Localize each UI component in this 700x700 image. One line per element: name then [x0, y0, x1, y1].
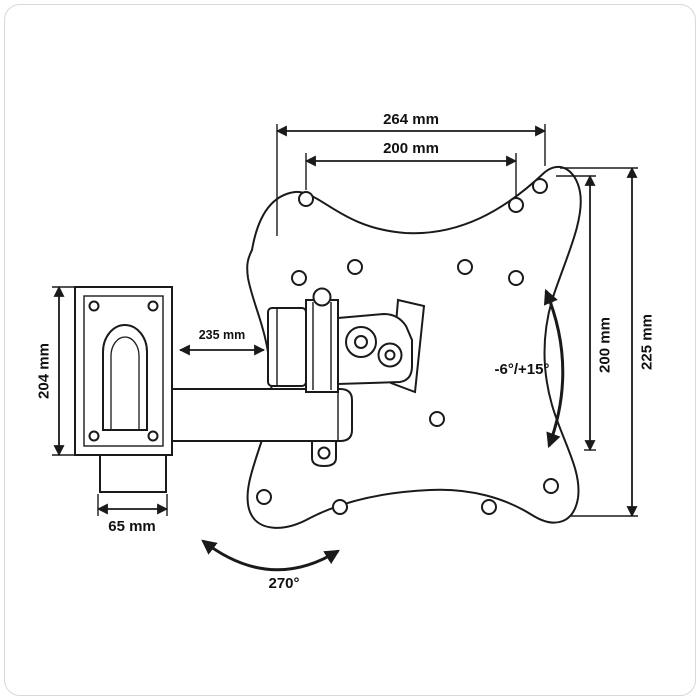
dim-bracket-height: 204 mm — [36, 285, 78, 457]
tilt-angle-label: -6°/+15° — [495, 361, 550, 378]
dim-right-outer: 225 mm — [560, 166, 656, 518]
swivel-angle-label: 270° — [268, 575, 299, 592]
dim-right-inner-label: 200 mm — [597, 317, 614, 373]
dim-arm-label: 235 mm — [199, 328, 246, 342]
dim-bracket-width-label: 65 mm — [108, 518, 156, 535]
dim-arm-length: 235 mm — [178, 328, 266, 356]
dim-right-inner: 200 mm — [556, 174, 614, 452]
dim-top-outer-label: 264 mm — [383, 111, 439, 128]
hinge-clevis — [267, 307, 307, 387]
hinge-assembly — [267, 287, 426, 468]
dim-bracket-width: 65 mm — [96, 494, 169, 535]
plate-screw-holes — [256, 178, 559, 515]
dim-bracket-height-label: 204 mm — [36, 343, 53, 399]
swivel-arrow — [201, 539, 340, 572]
dim-top-inner: 200 mm — [304, 140, 518, 196]
mounting-arm — [171, 388, 353, 442]
bracket-keyhole-slot — [102, 324, 148, 431]
swivel-angle: 270° — [201, 539, 340, 592]
dim-right-outer-label: 225 mm — [639, 314, 656, 370]
dim-top-inner-label: 200 mm — [383, 140, 439, 157]
pivot-top-cap — [312, 287, 332, 307]
wall-bracket — [74, 286, 173, 493]
bracket-screw-holes — [88, 300, 159, 442]
tilt-angle: -6°/+15° — [495, 288, 565, 449]
dim-top-outer: 264 mm — [275, 111, 547, 236]
tilt-knobs — [345, 326, 403, 368]
tilt-arrow — [543, 288, 565, 449]
pivot-post — [305, 299, 339, 393]
